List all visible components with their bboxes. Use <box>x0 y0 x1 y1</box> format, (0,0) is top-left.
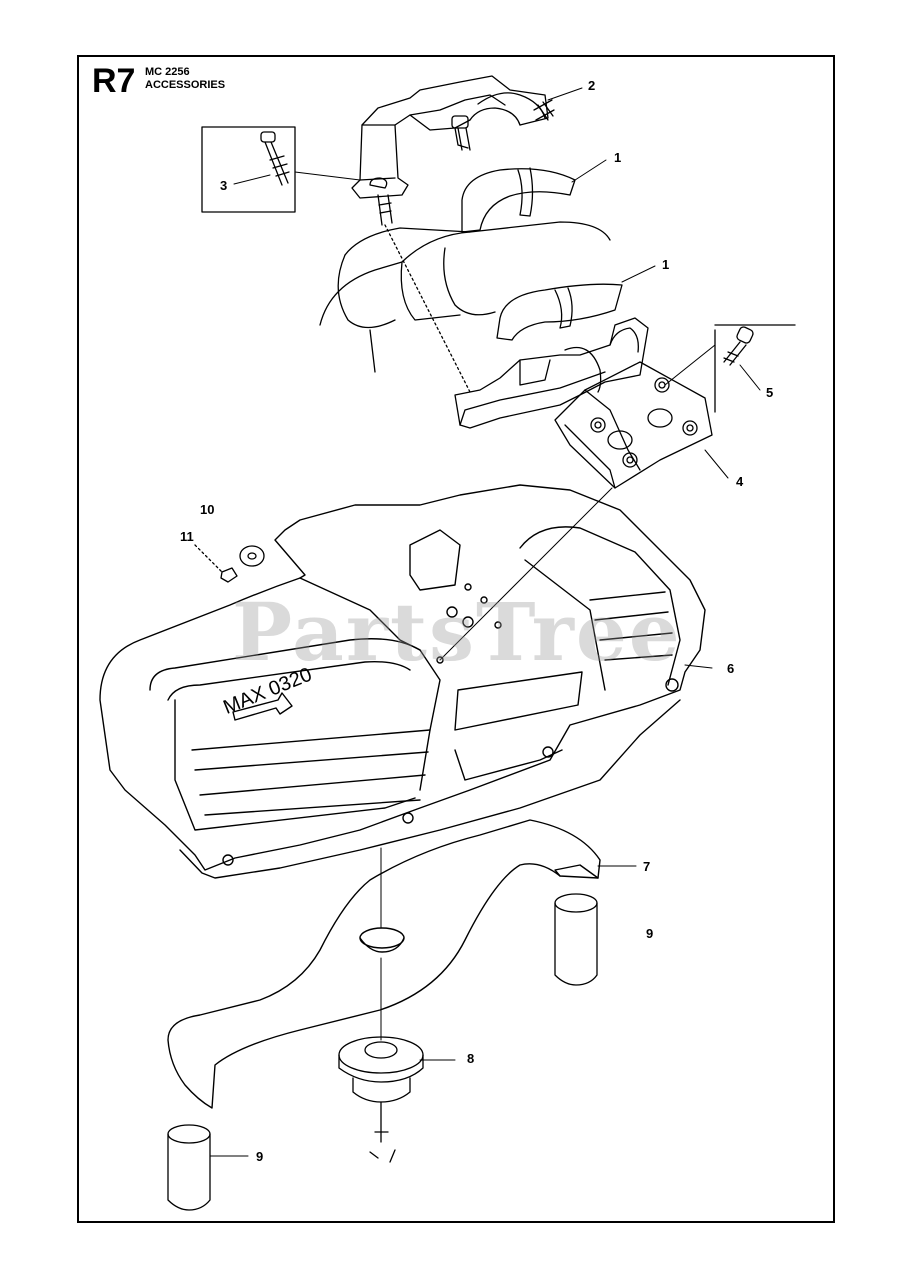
callout-10: 10 <box>200 502 215 517</box>
callout-11: 11 <box>180 529 194 544</box>
section-name: ACCESSORIES <box>145 79 226 91</box>
callout-1-lower: 1 <box>662 257 670 272</box>
callout-5: 5 <box>766 385 774 400</box>
part-3-inset-box <box>201 126 296 213</box>
diagram-frame <box>77 55 835 1223</box>
part-3-stud <box>377 194 393 226</box>
part-8-bushing <box>338 1036 424 1163</box>
callout-2: 2 <box>588 78 596 93</box>
callout-1-upper: 1 <box>614 150 622 165</box>
callout-6: 6 <box>727 661 735 676</box>
handle-tube <box>319 221 611 373</box>
part-9-sleeve-left <box>167 1124 211 1211</box>
lower-handle-bracket <box>454 317 649 429</box>
part-7-support-arm <box>167 819 601 1109</box>
part-3-screw <box>260 131 290 186</box>
part-5-screw <box>714 324 796 413</box>
section-code: R7 <box>92 62 136 100</box>
callout-7: 7 <box>643 859 651 874</box>
upper-handle-bracket <box>351 75 549 199</box>
assembly-guide-line-2 <box>439 487 613 661</box>
part-1-clamp-upper <box>461 167 576 233</box>
callout-9-right: 9 <box>646 926 654 941</box>
part-6-blade-guard <box>99 484 706 879</box>
section-title: MC 2256 ACCESSORIES <box>145 66 225 92</box>
part-10-washer <box>239 545 265 567</box>
callout-4: 4 <box>736 474 744 489</box>
part-2-screw <box>451 99 555 151</box>
part-9-sleeve-right <box>554 893 598 986</box>
model-number: MC 2256 <box>145 66 190 78</box>
part-4-mounting-plate <box>554 361 713 489</box>
callout-9-left: 9 <box>256 1149 264 1164</box>
part-11-nut <box>194 544 238 583</box>
callout-3: 3 <box>220 178 228 193</box>
leader-lines <box>209 87 761 1157</box>
assembly-guide-line <box>384 224 471 393</box>
direction-arrow <box>232 692 293 721</box>
part-1-clamp-lower <box>496 283 623 341</box>
callout-8: 8 <box>467 1051 475 1066</box>
